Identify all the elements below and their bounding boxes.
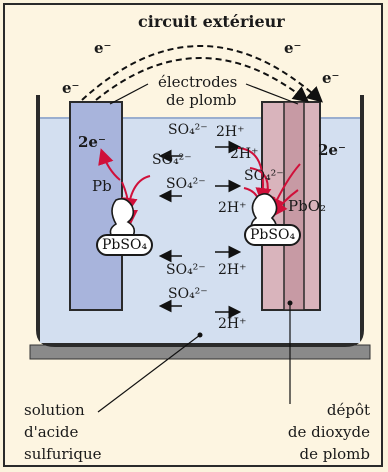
solution-label-line1: solution [24, 401, 85, 419]
deposit-label-line1: dépôt [326, 401, 370, 419]
sulfate-ion-label: SO₄²⁻ [168, 286, 208, 302]
hydrogen-ion-label: 2H⁺ [218, 200, 247, 216]
solution-label-line3: sulfurique [24, 445, 102, 463]
sulfate-ion-label: SO₄²⁻ [244, 168, 284, 184]
container [36, 95, 364, 347]
hydrogen-ion-label: 2H⁺ [218, 262, 247, 278]
circuit-arc-outer [81, 45, 323, 103]
left-charge-label: 2e⁻ [78, 133, 106, 151]
electron-label-right: e⁻ [322, 69, 340, 87]
sulfate-ion-label: SO₄²⁻ [166, 176, 206, 192]
sulfate-ion-label: SO₄²⁻ [168, 122, 208, 138]
deposit-label-line3: de plomb [299, 445, 370, 463]
right-oxide-label: PbO₂ [288, 197, 327, 215]
circuit-title: circuit extérieur [138, 12, 285, 31]
circuit-arc-inner [95, 57, 310, 103]
base-plate [29, 344, 371, 360]
hydrogen-ion-label: 2H⁺ [216, 124, 245, 140]
hydrogen-ion-label: 2H⁺ [230, 146, 259, 162]
sulfate-ion-label: SO₄²⁻ [166, 262, 206, 278]
right-charge-label: 2e⁻ [318, 141, 346, 159]
left-metal-label: Pb [92, 177, 112, 195]
solution-label-line2: d'acide [24, 423, 79, 441]
electron-label-top-right: e⁻ [284, 39, 302, 57]
right-product-label: PbSO₄ [244, 224, 302, 246]
deposit-label-line2: de dioxyde [287, 423, 370, 441]
sulfate-ion-label: SO₄²⁻ [152, 152, 192, 168]
left-product-label: PbSO₄ [96, 234, 154, 256]
electron-label-top-left: e⁻ [94, 39, 112, 57]
hydrogen-ion-label: 2H⁺ [218, 316, 247, 332]
electrodes-label-line2: de plomb [166, 91, 237, 109]
solution-leader-line [97, 334, 201, 413]
electrodes-label: électrodes [158, 73, 238, 91]
electron-label-left: e⁻ [62, 79, 80, 97]
